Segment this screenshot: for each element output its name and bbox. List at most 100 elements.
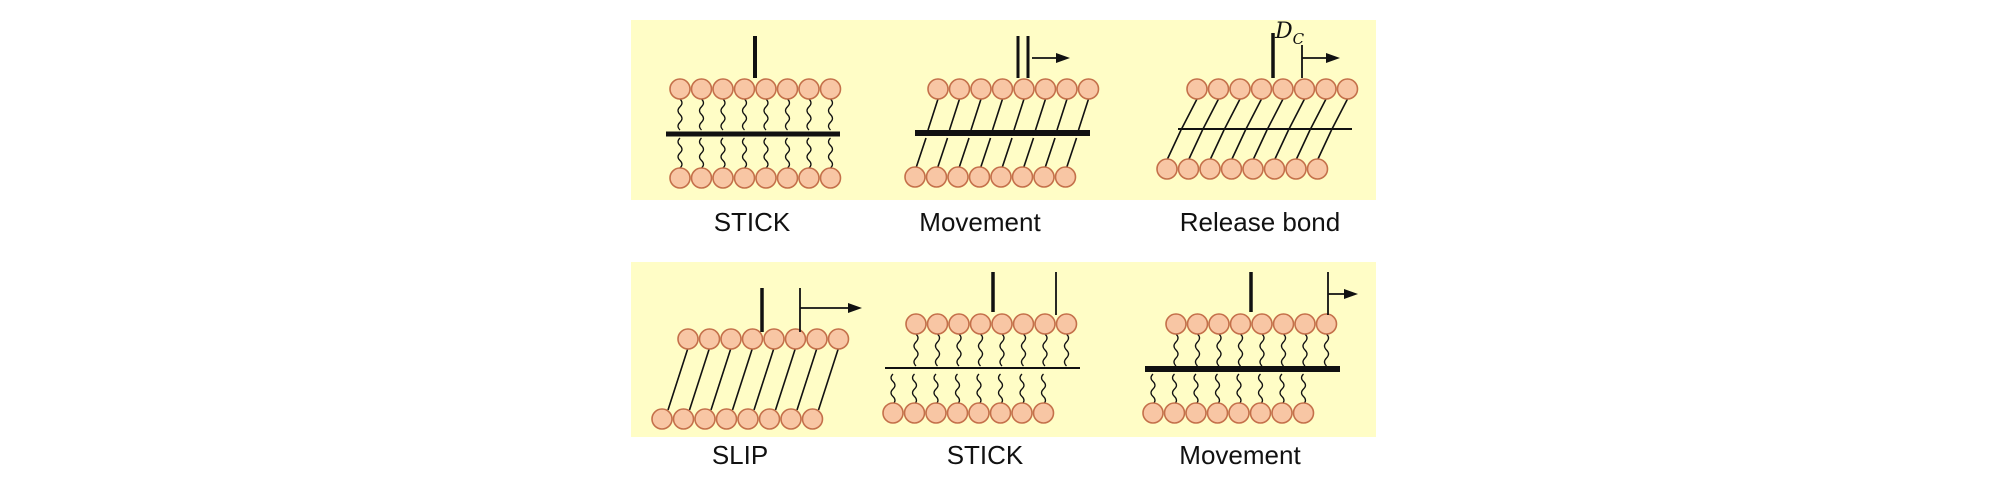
lipid-tail xyxy=(958,137,970,169)
lipid-tail xyxy=(1259,333,1265,367)
lipid-head xyxy=(903,402,926,424)
lipid-head xyxy=(1292,402,1315,424)
annotation-dc-subscript: C xyxy=(1293,30,1305,48)
lipid-head xyxy=(733,78,756,100)
lipid-tail xyxy=(991,98,1004,131)
lipid-tail xyxy=(927,98,939,131)
lipid-head xyxy=(776,167,799,189)
lipid-head xyxy=(1229,313,1252,335)
lipid-head xyxy=(947,166,969,188)
lipid-head xyxy=(968,166,991,188)
lipid-tail xyxy=(933,373,939,405)
lipid-head xyxy=(1186,78,1208,100)
lipid-tail xyxy=(1056,98,1068,131)
lipid-head xyxy=(1293,78,1316,100)
lipid-head xyxy=(737,408,759,430)
lipid-tail xyxy=(677,137,683,169)
lipid-tail xyxy=(827,98,834,131)
lipid-head xyxy=(1034,313,1056,335)
lipid-head xyxy=(669,78,691,100)
lipid-head xyxy=(669,167,691,189)
lipid-head xyxy=(1185,402,1207,424)
lipid-head xyxy=(712,167,734,189)
lipid-head xyxy=(741,328,764,350)
lipid-tail xyxy=(731,347,754,411)
lipid-head xyxy=(798,167,820,189)
lipid-head xyxy=(1294,313,1316,335)
lipid-tail xyxy=(1266,98,1284,131)
annotation-dc: DC xyxy=(1274,19,1305,48)
lipid-head xyxy=(672,408,695,430)
lipid-tail xyxy=(1216,333,1222,367)
lipid-head xyxy=(1165,313,1187,335)
lipid-tail xyxy=(1209,129,1225,161)
lipid-tail xyxy=(1040,373,1047,405)
lipid-head xyxy=(1199,158,1221,180)
lipid-head xyxy=(1285,158,1307,180)
lipid-tail xyxy=(1019,373,1025,405)
lipid-head xyxy=(925,402,947,424)
lipid-tail xyxy=(948,98,961,131)
lipid-head xyxy=(733,167,756,189)
lipid-head xyxy=(715,408,738,430)
lipid-tail xyxy=(915,137,927,169)
lipid-tail xyxy=(1042,333,1048,367)
lipid-tail xyxy=(913,333,919,367)
lipid-tail xyxy=(1302,333,1308,367)
lipid-tail xyxy=(1065,137,1078,169)
lipid-head xyxy=(1220,158,1243,180)
arrow-icon xyxy=(1326,53,1340,63)
lipid-tail xyxy=(710,347,732,411)
lipid-tail xyxy=(763,137,769,169)
lipid-head xyxy=(1156,158,1178,180)
lipid-head xyxy=(905,313,927,335)
lipid-tail xyxy=(1230,129,1247,161)
lipid-head xyxy=(827,328,850,350)
lipid-tail xyxy=(1309,98,1327,131)
lipid-head xyxy=(1306,158,1329,180)
lipid-tail xyxy=(1187,129,1204,161)
lipid-tail xyxy=(1316,129,1333,161)
lipid-head xyxy=(1012,313,1035,335)
lipid-tail xyxy=(911,373,918,405)
lipid-tail xyxy=(741,137,748,169)
lipid-tail xyxy=(796,347,818,411)
lipid-tail xyxy=(827,137,834,169)
lipid-head xyxy=(948,313,970,335)
lipid-head xyxy=(925,166,948,188)
lipid-head xyxy=(1315,78,1337,100)
lipid-tail xyxy=(1287,98,1306,131)
caption-stick-top: STICK xyxy=(713,207,791,237)
lipid-head xyxy=(798,78,820,100)
lipid-head xyxy=(1207,78,1230,100)
lipid-head xyxy=(1163,402,1186,424)
lipid-head xyxy=(1242,158,1264,180)
lipid-head xyxy=(1251,313,1273,335)
lipid-tail xyxy=(1173,333,1179,367)
lipid-head xyxy=(1033,166,1055,188)
lipid-head xyxy=(780,408,802,430)
lipid-head xyxy=(1229,78,1251,100)
lipid-head xyxy=(926,313,949,335)
lipid-tail xyxy=(1013,98,1025,131)
lipid-head xyxy=(1032,402,1055,424)
lipid-tail xyxy=(1166,129,1182,161)
lipid-tail xyxy=(1193,373,1199,405)
lipid-tail xyxy=(677,98,683,131)
lipid-head xyxy=(712,78,734,100)
lipid-head xyxy=(1263,158,1286,180)
arrow-icon xyxy=(1344,289,1358,299)
lipid-tail xyxy=(1252,129,1268,161)
lipid-tail xyxy=(784,137,791,169)
lipid-tail xyxy=(1044,137,1056,169)
lipid-tail xyxy=(977,333,984,367)
lipid-tail xyxy=(1257,373,1264,405)
lipid-tail xyxy=(1077,98,1090,131)
lipid-tail xyxy=(763,98,769,131)
lipid-head xyxy=(690,78,713,100)
lipid-tail xyxy=(688,347,711,411)
lipid-head xyxy=(968,402,990,424)
lipid-head xyxy=(1013,78,1035,100)
lipid-head xyxy=(1272,78,1294,100)
